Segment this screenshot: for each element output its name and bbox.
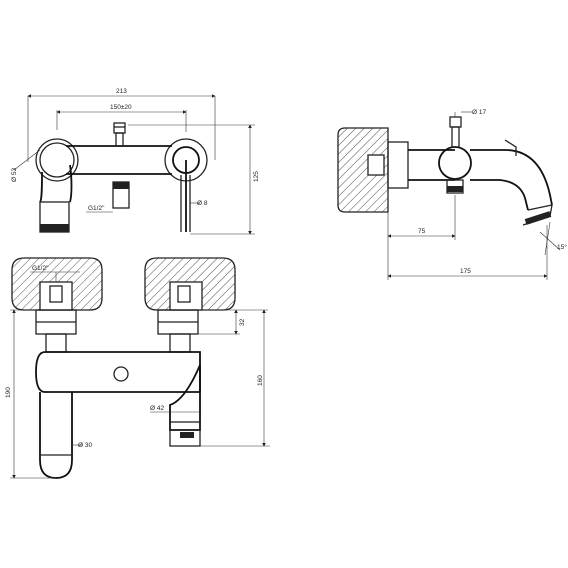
dim-centers-label: 150±20: [110, 104, 132, 111]
plan-left-height-label: 190: [5, 387, 12, 398]
dim-top-label: Ø 17: [472, 109, 486, 116]
plan-spout-label: Ø 30: [78, 442, 92, 449]
dim-total-label: 175: [460, 268, 471, 275]
front-view: 213 150±20 125: [11, 88, 260, 235]
top-view: Ø 17 75 175 15°: [337, 109, 567, 280]
dim-height-label: 125: [253, 171, 260, 182]
dim-thread-label: G1/2": [88, 205, 105, 212]
plan-depth-label: 32: [239, 318, 246, 326]
plan-thread-label: G1/2": [32, 265, 49, 272]
plan-outlet-label: Ø 42: [150, 405, 164, 412]
dim-wall-label: 75: [418, 228, 426, 235]
dim-rod-label: Ø 8: [197, 200, 208, 207]
dim-angle-label: 15°: [557, 243, 567, 251]
dim-flange-label: Ø 53: [11, 168, 18, 182]
plan-view: G1/2" 32 190 160 Ø: [5, 257, 270, 479]
plan-right-height-label: 160: [257, 375, 264, 386]
dim-width-label: 213: [116, 88, 127, 95]
